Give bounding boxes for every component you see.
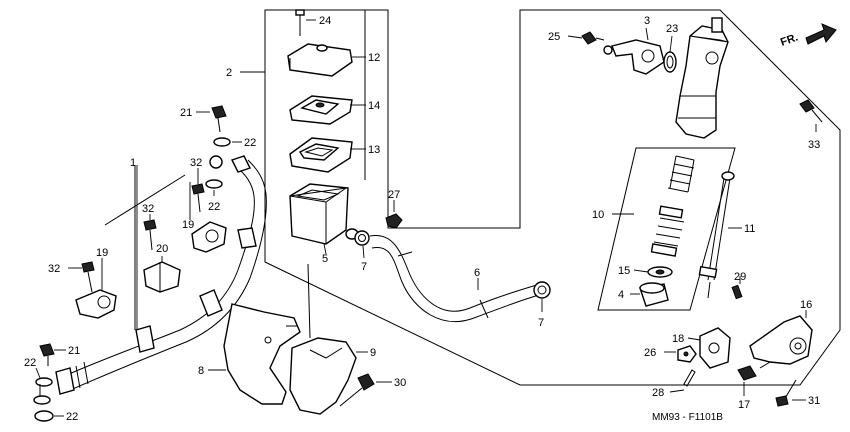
screw-27 (385, 200, 403, 229)
washer-22-lower-b (33, 384, 51, 405)
callout-10: 10 (592, 209, 604, 221)
callout-19-lower: 19 (96, 247, 108, 259)
joint-18 (687, 327, 731, 369)
washer-22-lower-c (34, 410, 64, 422)
reservoir-hose-6 (369, 234, 543, 323)
callout-8: 8 (198, 365, 204, 377)
callout-22-upper-b: 22 (208, 201, 220, 213)
callout-3: 3 (644, 15, 650, 27)
figure-code: MM93 - F1101B (652, 412, 723, 423)
callout-17: 17 (738, 399, 750, 411)
callout-32-upper: 32 (190, 157, 202, 169)
piston-kit-10 (612, 155, 695, 257)
callout-20: 20 (156, 243, 168, 255)
clamp-19-lower (75, 258, 117, 319)
washer-22-lower-a (35, 367, 53, 387)
screw-24 (295, 9, 316, 36)
callout-2: 2 (226, 67, 232, 79)
callout-12: 12 (368, 52, 380, 64)
callout-29: 29 (734, 271, 746, 283)
callout-4: 4 (618, 289, 624, 301)
callout-18: 18 (672, 333, 684, 345)
callout-31: 31 (808, 395, 820, 407)
callout-7-left: 7 (361, 261, 367, 273)
callout-27: 27 (388, 189, 400, 201)
clip-17 (737, 365, 757, 396)
master-cylinder-group-frame (264, 9, 841, 386)
clamp-19-upper (189, 182, 227, 253)
hose-clip-7-right (533, 281, 551, 312)
washer-22-upper-a (213, 137, 242, 147)
hose-clip-7-left (354, 230, 370, 259)
nut-26 (664, 345, 697, 363)
callout-33: 33 (808, 139, 820, 151)
callout-6: 6 (474, 267, 480, 279)
callout-22-lower-a: 22 (24, 357, 36, 369)
bolt-31 (775, 379, 806, 407)
bolt-32-upper (191, 168, 205, 213)
hose-group-line-1 (104, 174, 186, 226)
boot-4 (630, 282, 669, 307)
push-rod-11 (698, 171, 742, 299)
callout-7-right: 7 (538, 317, 544, 329)
callout-14: 14 (368, 100, 380, 112)
callout-32-left: 32 (48, 263, 60, 275)
cover-9 (289, 263, 368, 415)
callout-5: 5 (322, 253, 328, 265)
set-plate-14 (289, 95, 366, 125)
callout-24: 24 (319, 15, 331, 27)
joint-3 (603, 27, 665, 75)
bolt-30 (339, 373, 392, 407)
reservoir-cap-12 (287, 43, 366, 77)
callout-11: 11 (744, 223, 755, 235)
diaphragm-13 (289, 137, 366, 173)
bolt-21-lower (39, 343, 66, 366)
rear-master-cylinder-body (675, 17, 729, 139)
brake-hose-1 (55, 155, 267, 395)
callout-23: 23 (666, 23, 678, 35)
piston-kit-frame (597, 147, 736, 311)
master-cylinder-5 (289, 183, 359, 255)
bolt-32-left (68, 261, 95, 293)
bolt-21-upper (196, 105, 227, 133)
callout-28: 28 (652, 387, 664, 399)
bolt-32-middle (143, 214, 157, 251)
bolt-33 (799, 99, 823, 132)
callout-21-lower: 21 (68, 345, 80, 357)
callout-22-lower-c: 22 (66, 411, 78, 423)
callout-9: 9 (370, 347, 376, 359)
washer-22-upper-b (205, 179, 223, 196)
pin-29 (731, 276, 743, 300)
bracket-16 (749, 310, 813, 369)
clamp-20 (143, 256, 181, 293)
callout-25: 25 (548, 31, 560, 43)
callout-19-upper: 19 (182, 219, 194, 231)
callout-22-upper-a: 22 (244, 137, 256, 149)
callout-32-middle: 32 (142, 203, 154, 215)
callout-16: 16 (800, 299, 812, 311)
callout-26: 26 (644, 347, 656, 359)
washer-15 (633, 266, 673, 278)
cotter-pin-28 (669, 369, 696, 393)
bolt-25 (567, 31, 605, 45)
guard-plate-8 (208, 303, 301, 405)
forward-arrow-icon: FR. (779, 23, 837, 49)
direction-label: FR. (779, 31, 800, 48)
callout-15: 15 (618, 265, 630, 277)
callout-21-upper: 21 (180, 107, 192, 119)
o-ring-23 (663, 35, 677, 73)
callout-1: 1 (130, 157, 136, 169)
callout-13: 13 (368, 144, 380, 156)
callout-30: 30 (394, 377, 406, 389)
